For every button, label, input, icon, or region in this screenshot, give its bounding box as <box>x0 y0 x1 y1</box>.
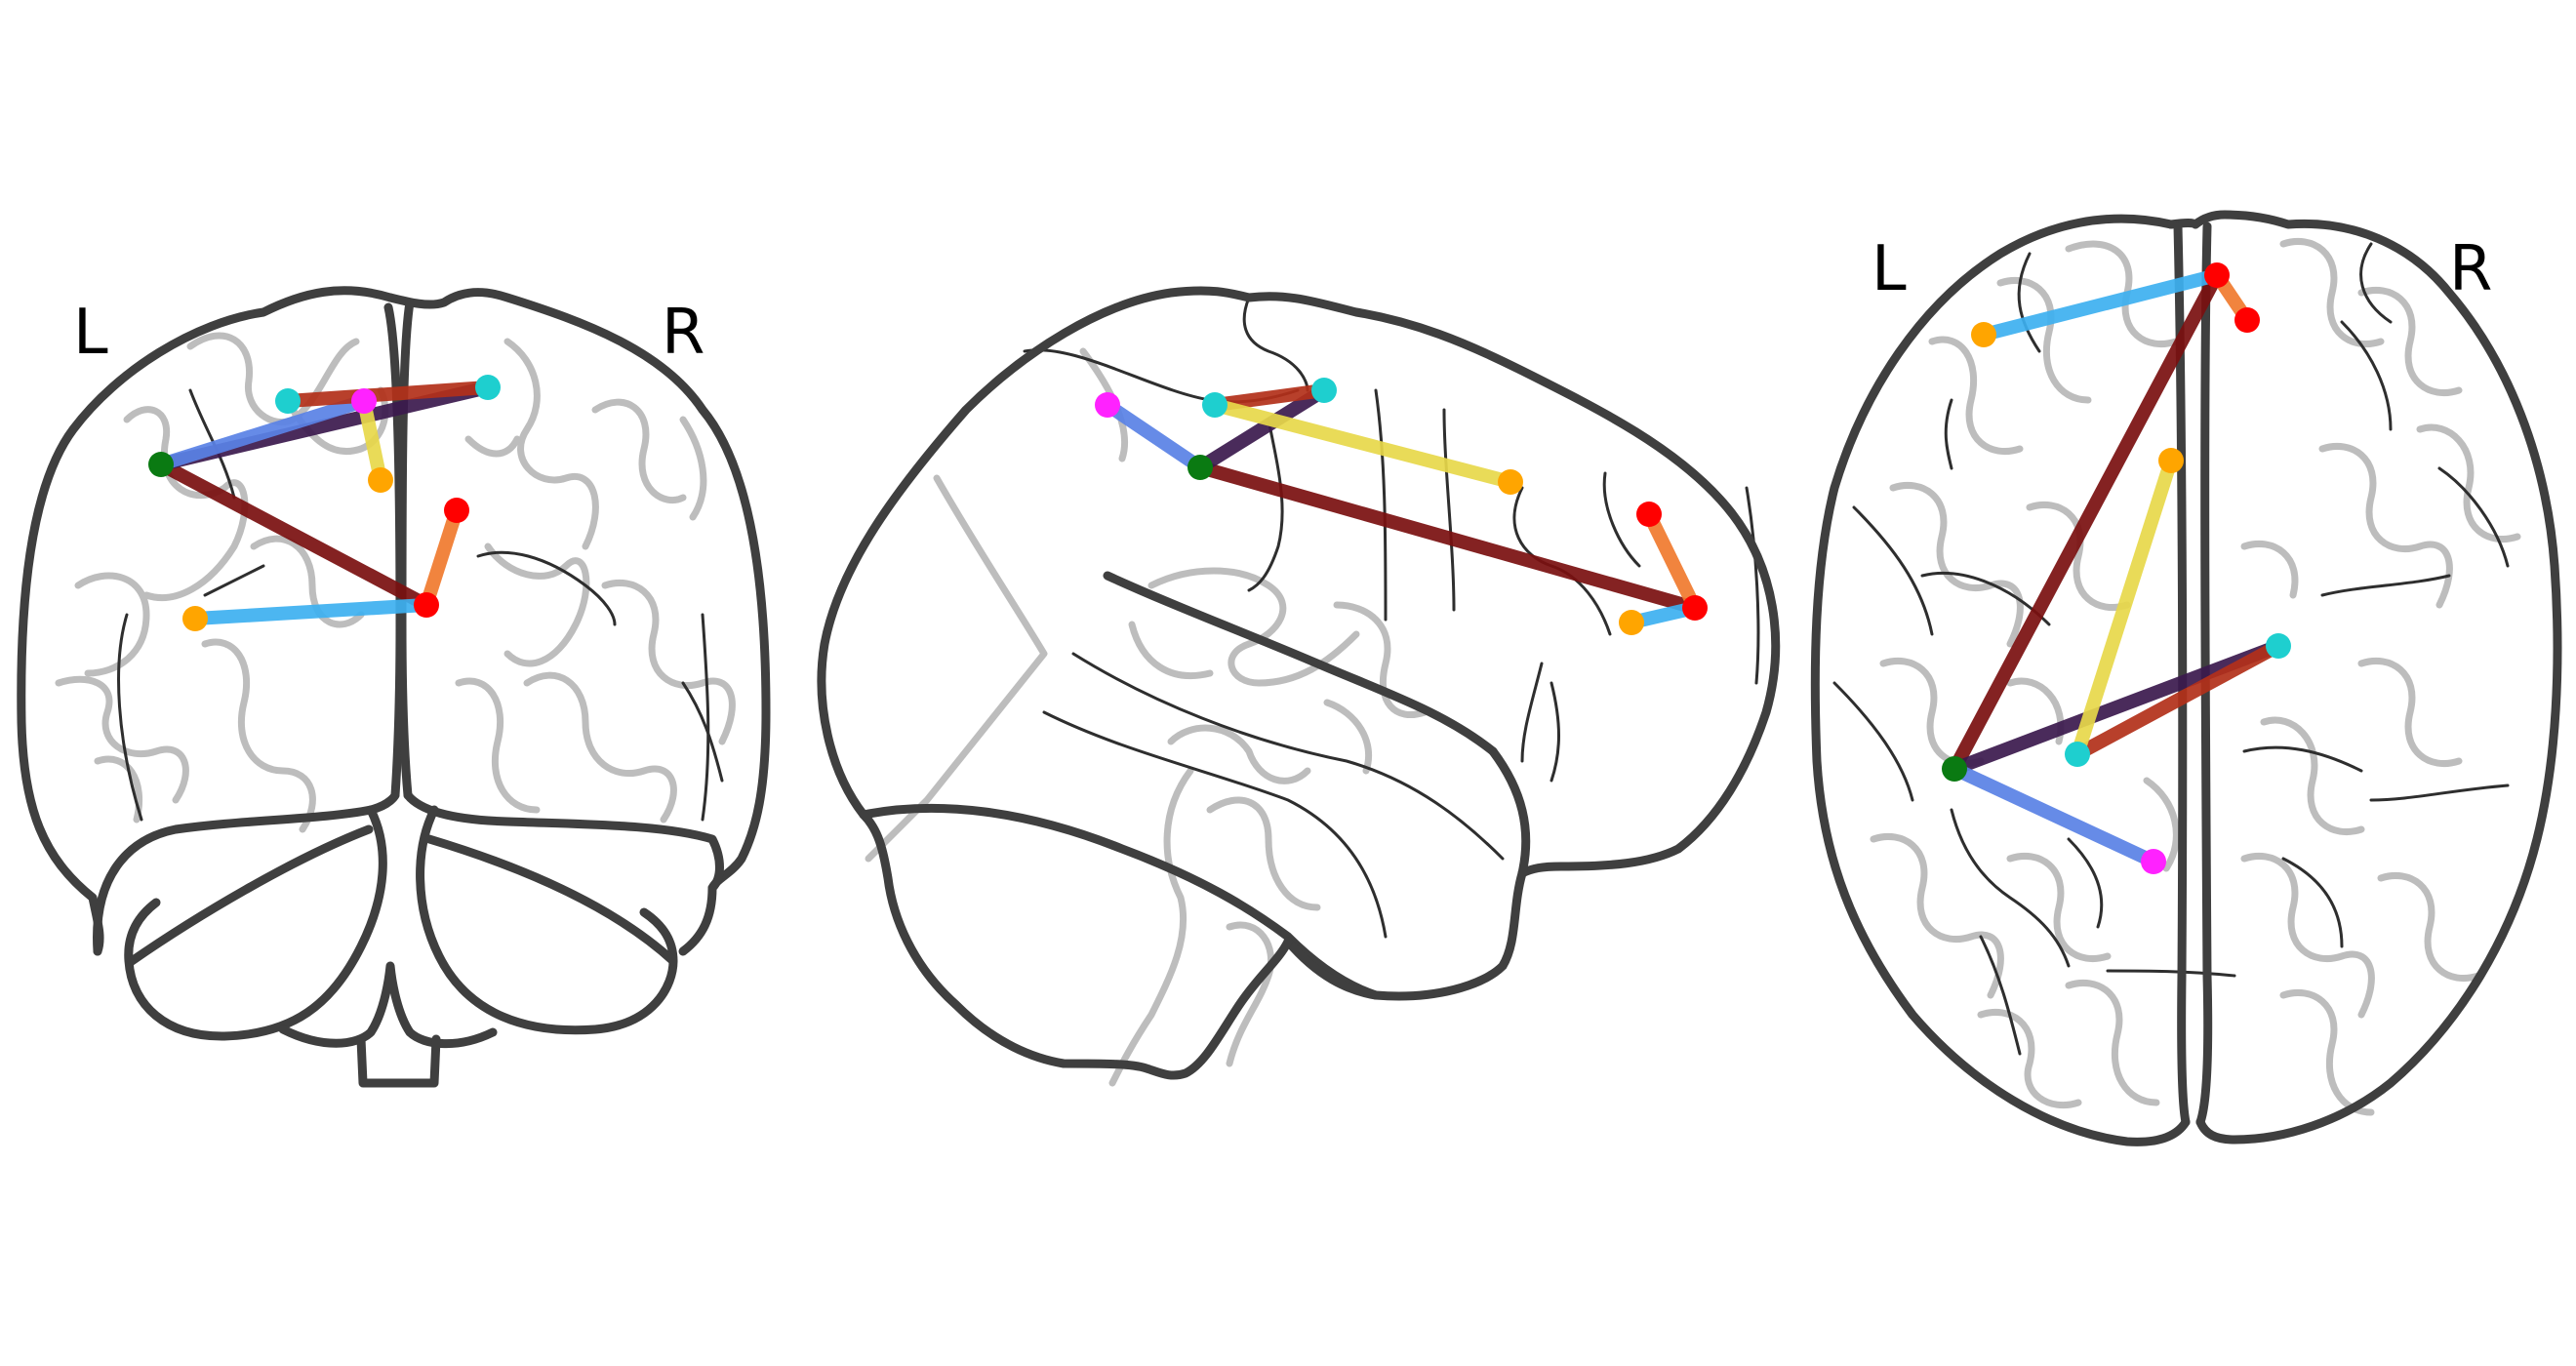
coronal-edge-red_center-red_top <box>420 507 463 608</box>
sagittal-nodes <box>1095 378 1708 635</box>
axial-sulci <box>1832 242 2510 1056</box>
axial-nodes <box>1942 262 2291 874</box>
coronal-right-label: R <box>662 297 704 369</box>
coronal-view: L R <box>17 286 771 1088</box>
axial-edge-cyan_left-cyan_right <box>2073 639 2282 761</box>
sagittal-node-cyan_left <box>1202 392 1228 418</box>
axial-right-label: R <box>2449 233 2492 305</box>
sagittal-node-red_center <box>1682 595 1708 621</box>
sagittal-edge-green-magenta <box>1104 399 1204 473</box>
sagittal-node-orange_low <box>1619 610 1644 635</box>
axial-node-orange_mid <box>2158 448 2184 473</box>
coronal-edge-green-red_center <box>157 458 430 612</box>
sagittal-outline <box>817 286 1781 1080</box>
axial-node-orange_low <box>1971 322 1996 347</box>
sagittal-node-green <box>1187 455 1213 480</box>
coronal-edge-orange_low-red_center <box>194 598 427 625</box>
coronal-left-label: L <box>73 297 108 369</box>
sagittal-folds <box>865 347 1429 1087</box>
axial-folds <box>1870 237 2521 1116</box>
axial-edge-green-cyan_right <box>1952 639 2281 776</box>
sagittal-edge-green-red_center <box>1198 461 1697 615</box>
axial-left-label: L <box>1872 233 1907 305</box>
sagittal-node-magenta <box>1095 392 1120 418</box>
axial-view: L R <box>1810 210 2562 1146</box>
axial-node-green <box>1942 756 1967 782</box>
coronal-node-orange_mid <box>368 467 393 493</box>
sagittal-edge-red_center-red_top <box>1642 510 1702 612</box>
axial-node-red_top <box>2234 307 2260 333</box>
sagittal-view <box>817 286 1781 1087</box>
axial-node-cyan_left <box>2065 742 2090 767</box>
coronal-node-cyan_left <box>275 388 301 414</box>
axial-edge-orange_low-red_center <box>1982 268 2219 342</box>
sagittal-edge-green-cyan_right <box>1196 384 1328 473</box>
coronal-node-orange_low <box>182 606 208 631</box>
sagittal-edges <box>1104 383 1702 629</box>
sagittal-edge-cyan_left-cyan_right <box>1214 383 1325 412</box>
coronal-node-green <box>148 452 174 477</box>
axial-node-magenta <box>2141 849 2166 874</box>
coronal-node-magenta <box>351 388 377 414</box>
sagittal-node-orange_mid <box>1498 469 1523 495</box>
coronal-edge-magenta-orange_mid <box>357 399 387 482</box>
coronal-edge-green-magenta <box>158 394 367 471</box>
axial-edge-green-magenta <box>1952 762 2156 868</box>
axial-edge-cyan_left-orange_mid <box>2071 458 2178 757</box>
axial-edge-green-red_center <box>1948 271 2224 773</box>
coronal-node-cyan_right <box>475 375 501 400</box>
coronal-edge-cyan_left-cyan_right <box>287 381 489 408</box>
axial-node-cyan_right <box>2266 633 2291 659</box>
sagittal-edge-cyan_left-orange_mid <box>1213 398 1512 489</box>
coronal-node-red_center <box>414 592 439 618</box>
sagittal-node-cyan_right <box>1311 378 1337 403</box>
coronal-nodes <box>148 375 501 631</box>
axial-outline <box>1810 210 2562 1146</box>
axial-edges <box>1948 268 2282 868</box>
sagittal-node-red_top <box>1636 502 1662 527</box>
axial-node-red_center <box>2204 262 2230 288</box>
coronal-node-red_top <box>444 498 469 523</box>
coronal-edges <box>157 381 490 625</box>
